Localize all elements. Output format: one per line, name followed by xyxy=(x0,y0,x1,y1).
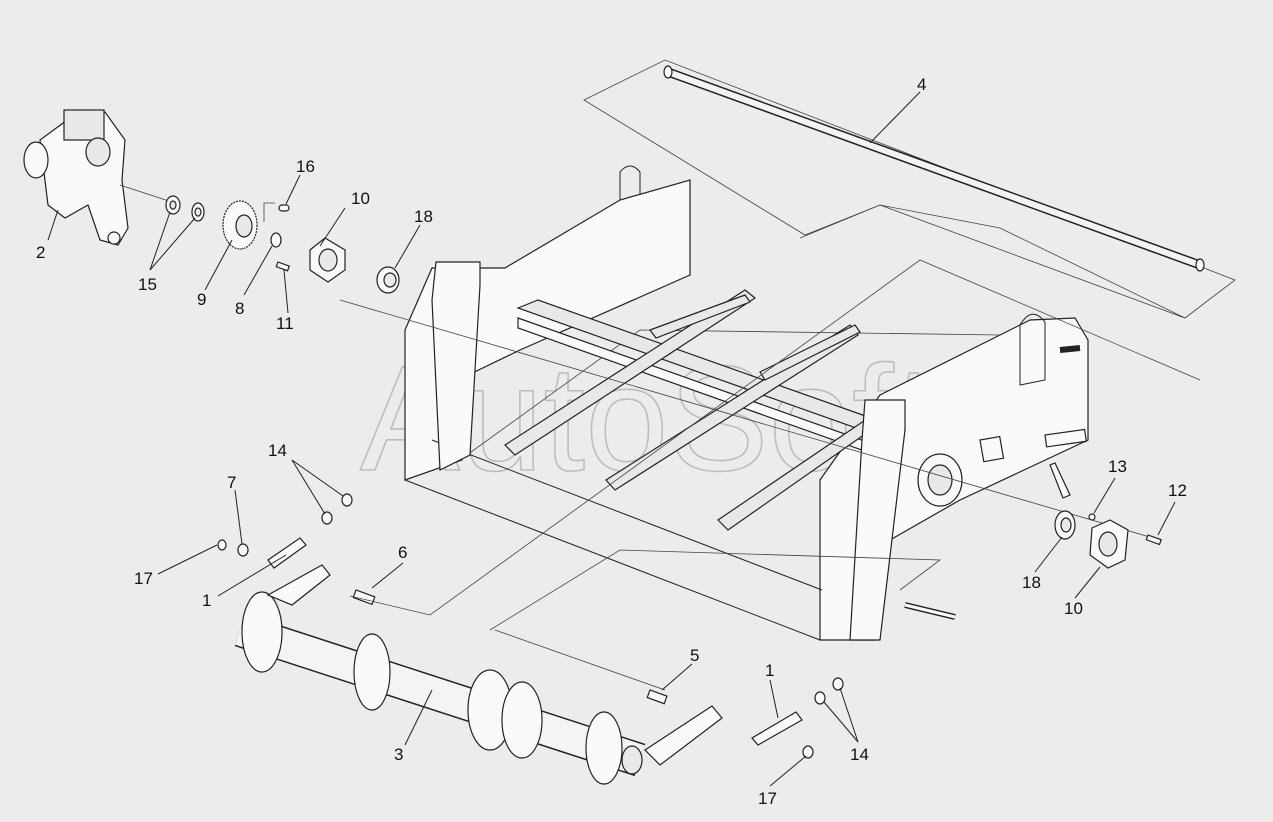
callout-10b: 10 xyxy=(1064,599,1083,618)
callout-3: 3 xyxy=(394,745,403,764)
part-9-sprocket xyxy=(222,200,258,250)
part-3-roller-assembly xyxy=(234,564,723,785)
callout-labels: 2 15 9 8 16 11 10 18 4 14 7 17 1 6 3 5 1… xyxy=(36,75,1187,808)
part-10-flange-left xyxy=(309,237,346,283)
callout-13: 13 xyxy=(1108,457,1127,476)
part-1-link-left xyxy=(267,537,307,569)
part-12-bolt xyxy=(1145,534,1162,546)
callout-5: 5 xyxy=(690,646,699,665)
part-17-nut-right xyxy=(802,745,814,759)
part-16-key xyxy=(263,202,290,222)
callout-2: 2 xyxy=(36,243,45,262)
part-15-seals xyxy=(165,195,205,222)
callout-11: 11 xyxy=(276,314,294,333)
callout-18b: 18 xyxy=(1022,573,1041,592)
part-5-bolt xyxy=(646,689,668,705)
assembly-guide-line-3 xyxy=(494,629,666,691)
callout-18: 18 xyxy=(414,207,433,226)
callout-14b: 14 xyxy=(850,745,869,764)
main-frame xyxy=(339,165,1186,641)
part-10-flange-right xyxy=(1089,519,1129,569)
callout-12: 12 xyxy=(1168,481,1187,500)
callout-1: 1 xyxy=(202,591,211,610)
callout-8: 8 xyxy=(235,299,244,318)
leader-lines xyxy=(47,91,1176,787)
part-14-nuts-right xyxy=(814,677,844,705)
callout-6: 6 xyxy=(398,543,407,562)
part-11-bolt xyxy=(275,261,291,272)
callout-14: 14 xyxy=(268,441,287,460)
callout-17: 17 xyxy=(134,569,153,588)
callout-1b: 1 xyxy=(765,661,774,680)
callout-10: 10 xyxy=(351,189,370,208)
callout-4: 4 xyxy=(917,75,926,94)
part-4-drive-shaft xyxy=(583,59,1236,319)
part-7-nut xyxy=(217,539,249,557)
callout-7: 7 xyxy=(227,473,236,492)
callout-15: 15 xyxy=(138,275,157,294)
part-2-drive-unit xyxy=(23,109,176,246)
assembly-guide-line-1 xyxy=(349,259,1201,616)
callout-17b: 17 xyxy=(758,789,777,808)
part-18-bearing-left xyxy=(376,266,400,294)
callout-9: 9 xyxy=(197,290,206,309)
assembly-guide-line-2 xyxy=(489,549,942,631)
callout-16: 16 xyxy=(296,157,315,176)
part-18-bearing-right xyxy=(1054,510,1076,540)
part-8-ring xyxy=(270,232,282,248)
part-13-pin xyxy=(1049,462,1096,521)
part-1-link-right xyxy=(751,711,803,746)
part-14-nuts-left xyxy=(321,493,353,525)
